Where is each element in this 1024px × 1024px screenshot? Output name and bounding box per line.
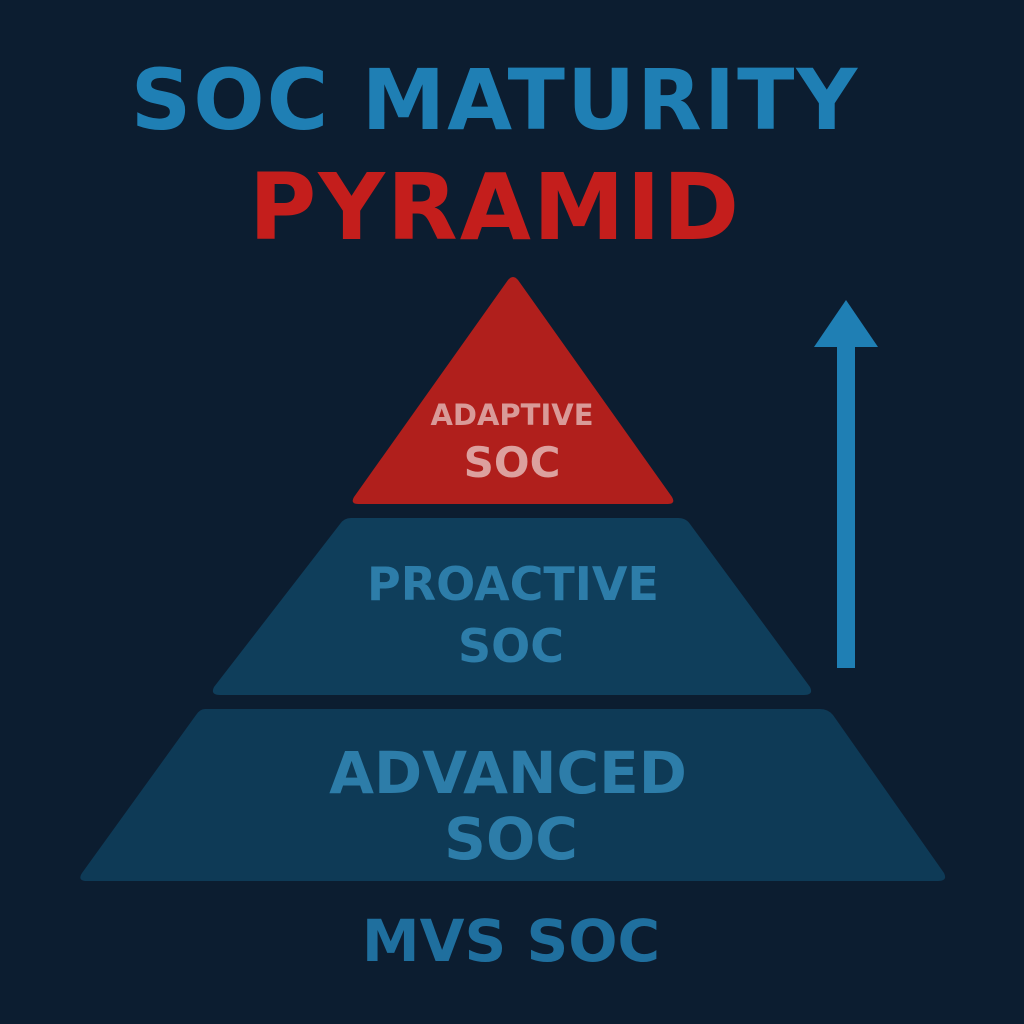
bottom-tier-label-line2: SOC: [444, 805, 578, 873]
pyramid-tier-top: [352, 277, 674, 504]
pyramid-tier-bottom: [80, 709, 946, 881]
arrow-up-icon: [814, 300, 878, 668]
bottom-tier-label-line1: ADVANCED: [329, 739, 687, 807]
pyramid-tier-middle: [212, 518, 812, 695]
middle-tier-label-line2: SOC: [458, 619, 564, 673]
title-line-2: PYRAMID: [248, 154, 742, 261]
title-line-1: SOC MATURITY: [130, 51, 860, 149]
middle-tier-label-line1: PROACTIVE: [367, 557, 659, 611]
top-tier-label-line2: SOC: [464, 438, 561, 487]
top-tier-label-line1: ADAPTIVE: [430, 398, 593, 432]
base-label: MVS SOC: [362, 907, 660, 975]
